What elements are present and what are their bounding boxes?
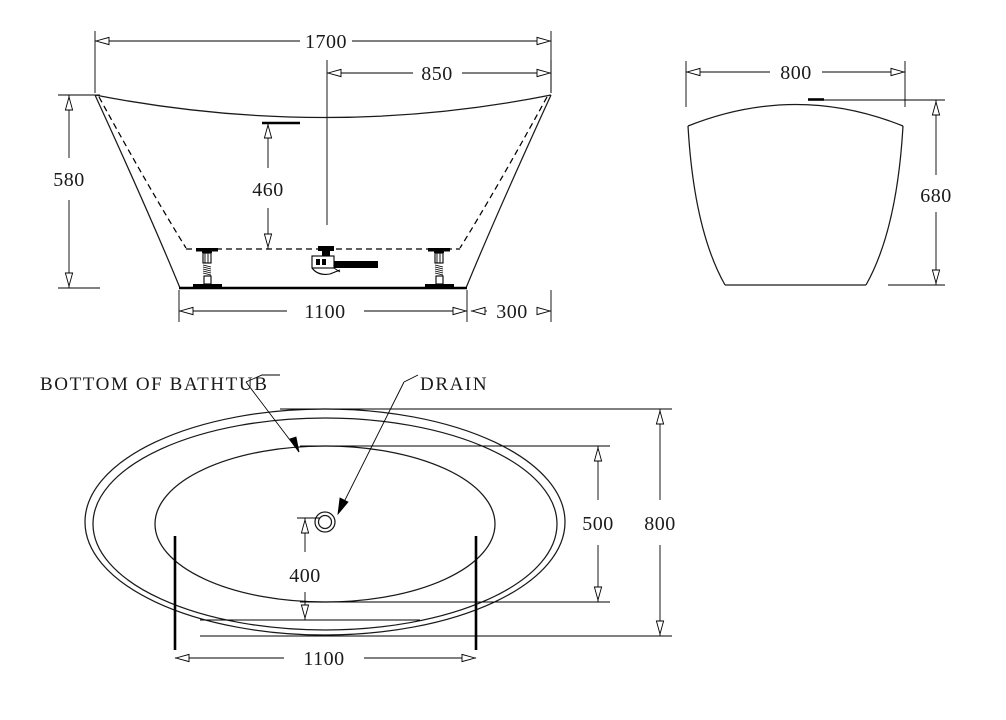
side-top-arc: [687, 103, 904, 127]
tub-left-outer-wall: [94, 94, 181, 289]
tub-right-outer-wall: [465, 94, 552, 289]
dimension-300: 300: [471, 290, 552, 323]
tub-rim-curve: [94, 94, 552, 119]
plan-view: BOTTOM OF BATHTUB DRAIN 800: [40, 374, 676, 670]
dimension-500: 500: [582, 446, 614, 602]
plan-inner-rim: [92, 417, 558, 631]
dimension-label-500: 500: [582, 513, 614, 535]
tub-inner-left-profile: [98, 96, 187, 249]
dimension-800-plan: 800: [644, 409, 676, 636]
dimension-label-800-plan: 800: [644, 513, 676, 535]
side-right-flank: [865, 125, 904, 286]
dimension-580: 580: [53, 94, 100, 289]
dimension-label-850: 850: [421, 63, 453, 85]
plan-drain-symbol: [314, 511, 336, 533]
dimension-label-1100-plan: 1100: [303, 648, 344, 670]
side-left-flank: [687, 125, 726, 286]
dimension-850: 850: [326, 60, 552, 225]
plan-basin-bottom: [154, 445, 496, 603]
dimension-label-300: 300: [496, 301, 528, 323]
dimension-label-580: 580: [53, 169, 85, 191]
dimension-400: 400: [289, 518, 321, 620]
adjustable-foot-left: [193, 248, 222, 288]
dimension-label-800-side: 800: [780, 62, 812, 84]
dimension-1100-plan: 1100: [173, 536, 478, 670]
dimension-1100-front: 1100: [178, 290, 468, 323]
dimension-label-1100-front: 1100: [304, 301, 345, 323]
leader-drain: [337, 374, 419, 516]
leader-bottom-of-bathtub: [245, 374, 300, 453]
dimension-680: 680: [808, 99, 952, 286]
dimension-1700: 1700: [94, 31, 552, 93]
dimension-800-side: 800: [685, 61, 906, 107]
label-bottom-of-bathtub: BOTTOM OF BATHTUB: [40, 374, 268, 395]
side-elevation-view: 800 680: [685, 61, 952, 286]
front-elevation-view: 1700 850 580: [53, 31, 552, 323]
label-drain: DRAIN: [420, 374, 488, 395]
dimension-label-400: 400: [289, 565, 321, 587]
adjustable-foot-right: [425, 248, 454, 288]
dimension-label-460: 460: [252, 179, 284, 201]
dimension-label-1700: 1700: [305, 31, 347, 53]
drain-waste-assembly: [311, 246, 378, 275]
tub-inner-right-profile: [459, 96, 548, 249]
dimension-label-680: 680: [920, 185, 952, 207]
dimension-460: 460: [252, 121, 300, 249]
plan-outer-rim: [84, 408, 566, 636]
